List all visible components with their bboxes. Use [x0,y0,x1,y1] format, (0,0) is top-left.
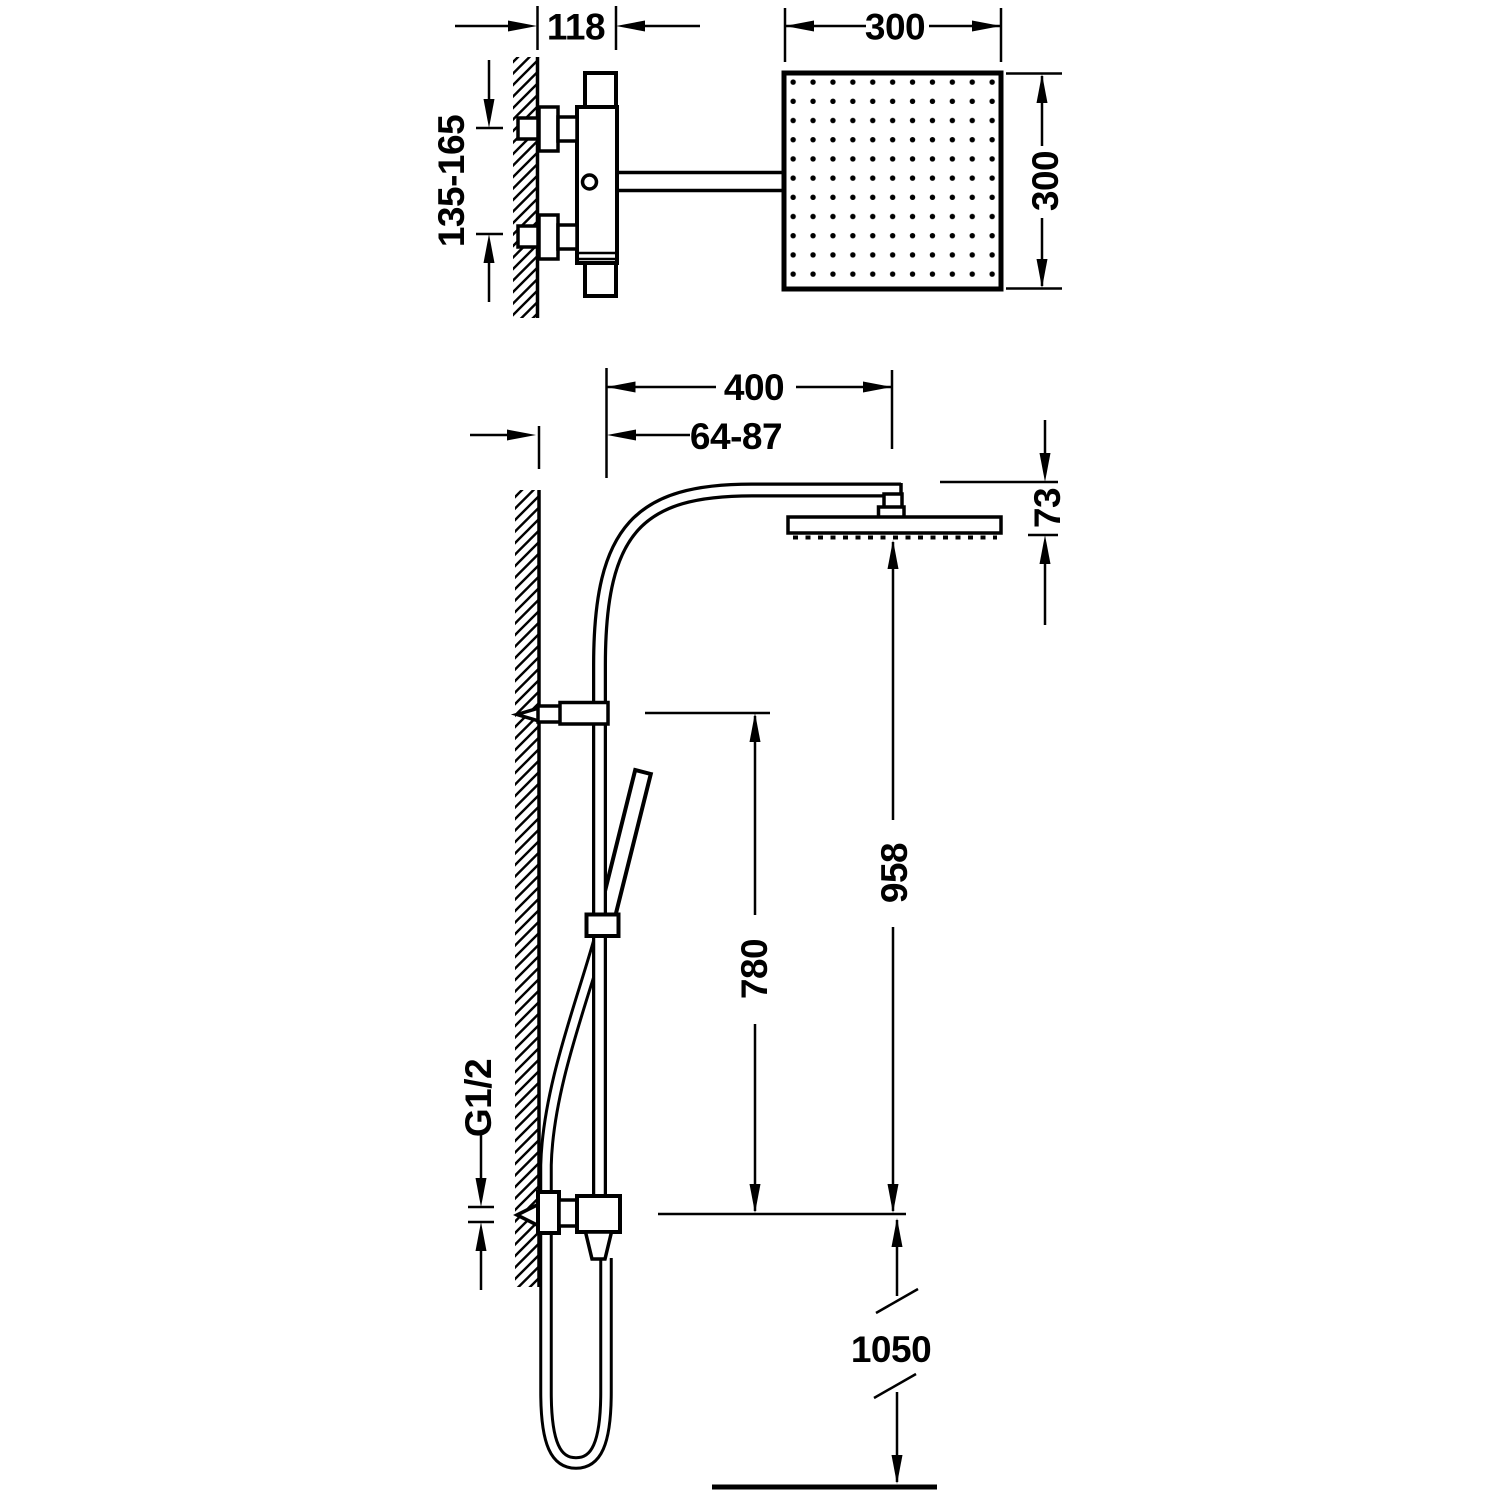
hose-connector-cone [583,1230,614,1261]
dim-label-head-depth: 300 [1025,151,1066,211]
handle-escutcheon [516,116,540,141]
valve-screw-hole [580,173,599,191]
wall-hatch-front [515,490,539,1287]
slider-bracket [584,912,621,938]
shower-head-side [786,492,1003,540]
shower-hose [539,928,613,1470]
riser-and-arm [592,482,903,1200]
handle-escutcheon [516,224,540,249]
head-plate [786,515,1003,535]
dim-label-head-drop: 73 [1027,488,1068,528]
valve-top-block [583,71,618,109]
dim-label-valve-depth: 118 [547,7,605,48]
valve-handle [537,105,560,153]
front-view-dimensions [468,368,1058,1484]
dim-label-inlet-floor-height: 1050 [851,1329,931,1370]
handle-stem [556,223,579,251]
valve-bottom-block [583,261,618,298]
shower-head-plan [781,70,1004,292]
dim-label-inlet-thread: G1/2 [458,1059,499,1137]
dim-label-handle-spacing: 135-165 [431,115,472,247]
riser-pipe [592,482,901,1200]
valve-handle [537,213,560,261]
dimension-labels: 118 300 300 135-165 400 64-87 73 958 780… [431,7,1068,1371]
thermostatic-valve [516,71,786,298]
front-view [468,368,1058,1490]
handle-stem [556,115,579,143]
top-view [455,6,1062,318]
wall-hatch-top [513,57,538,318]
top-view-dimensions [455,6,1062,302]
dim-label-head-width: 300 [865,7,925,48]
upper-wall-fitting [510,700,610,726]
dim-label-arm-reach: 400 [724,367,784,408]
dim-label-handshower-above-inlet: 780 [734,939,775,999]
wall-inlet-elbow [513,1190,622,1261]
dim-label-wall-clearance: 64-87 [690,416,782,457]
nozzle-grid [787,76,998,286]
dim-label-head-above-inlet: 958 [874,843,915,903]
